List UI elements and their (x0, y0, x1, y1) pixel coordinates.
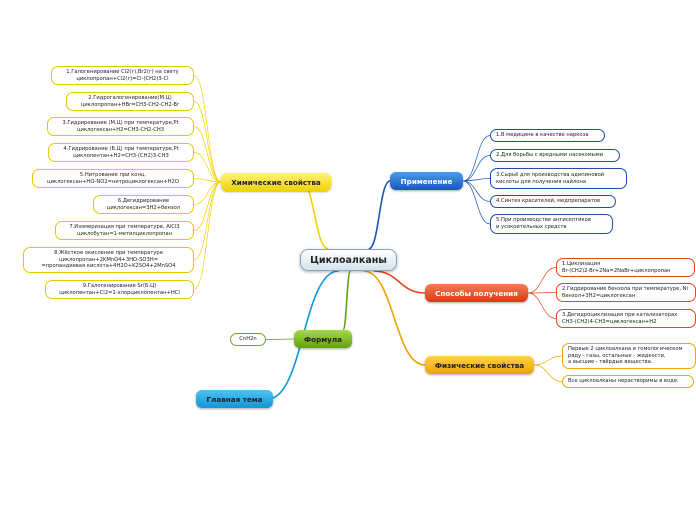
central-topic[interactable]: Циклоалканы (300, 249, 397, 271)
chem-item-1[interactable]: 1.Галогенирование Cl2(г),Br2(г) на свету… (51, 66, 194, 85)
link-center-chem (300, 181, 329, 250)
app-item-5[interactable]: 5.При производстве антисептиков и усокои… (490, 214, 613, 234)
branch-physical-properties[interactable]: Физические свойства (425, 356, 534, 374)
link-app-5 (462, 180, 491, 225)
link-chem-5 (193, 178, 222, 183)
phys-item-2[interactable]: Все циклоалканы нерастворимы в воде. (562, 375, 694, 388)
link-center-app (368, 180, 391, 250)
link-center-form (342, 270, 352, 331)
link-prod-3 (527, 292, 557, 319)
prod-item-2[interactable]: 2.Гидрирование бензола при температуре, … (556, 283, 696, 302)
chem-item-3[interactable]: 3.Гидрирование (М.Ц) при температуре,Pt … (47, 117, 194, 136)
link-phys-2 (533, 364, 563, 382)
chem-item-2[interactable]: 2.Гидрогалогенирование(M.Ц) циклопропан+… (66, 92, 194, 111)
branch-applications[interactable]: Применение (390, 172, 463, 190)
branch-formula[interactable]: Формула (294, 330, 352, 348)
branch-production-methods[interactable]: Способы получения (425, 284, 528, 302)
prod-item-3[interactable]: 3.Дегидроциклизация при катализаторах CH… (556, 309, 696, 328)
chem-item-4[interactable]: 4.Гидрирование (Б.Ц) при температуре,Pt … (48, 143, 194, 162)
app-item-4[interactable]: 4.Синтез красителей, медпрепаратов (490, 195, 616, 208)
link-chem-7 (193, 181, 222, 231)
branch-main-topic[interactable]: Главная тема (196, 390, 273, 408)
link-app-1 (462, 135, 491, 182)
link-chem-9 (193, 181, 222, 290)
formula-item[interactable]: CnH2n (230, 333, 266, 346)
app-item-2[interactable]: 2.Для борьбы с вредными насекомыми (490, 149, 620, 162)
link-center-phys (363, 270, 426, 366)
branch-chemical-properties[interactable]: Химические свойства (221, 173, 331, 191)
link-chem-3 (193, 126, 222, 183)
link-chem-4 (193, 152, 222, 183)
chem-item-6[interactable]: 6.Дегидрирование циклогексан=3H2+бензол (93, 195, 194, 214)
link-chem-8 (193, 181, 222, 261)
chem-item-5[interactable]: 5.Нитрование при конц. циклогексан+HO-NO… (32, 169, 194, 188)
phys-item-1[interactable]: Первые 2 циклоалкана в гомологическом ря… (562, 343, 696, 369)
link-form-1 (265, 338, 295, 340)
prod-item-1[interactable]: 1.Циклизация Br-(CH2)2-Br+2Na=2NaBr+цикл… (556, 258, 695, 277)
link-app-2 (462, 155, 491, 182)
link-phys-1 (533, 355, 563, 366)
link-chem-1 (193, 75, 222, 183)
link-chem-2 (193, 101, 222, 183)
chem-item-8[interactable]: 8.Жёсткое окисление при температуре цикл… (23, 247, 194, 273)
app-item-3[interactable]: 3.Сырьё для производства адипиновой кисл… (490, 168, 627, 189)
link-prod-1 (527, 267, 557, 294)
chem-item-7[interactable]: 7.Изомеризация при температуре, AlCl3 ци… (55, 221, 194, 240)
link-center-prod (373, 270, 426, 294)
app-item-1[interactable]: 1.В медицине в качестве наркоза (490, 129, 605, 142)
link-app-3 (462, 178, 491, 182)
link-app-4 (462, 180, 491, 202)
link-prod-2 (527, 292, 557, 294)
chem-item-9[interactable]: 9.Галогенирование Sr(Б.Ц) циклопентан+Cl… (45, 280, 194, 299)
